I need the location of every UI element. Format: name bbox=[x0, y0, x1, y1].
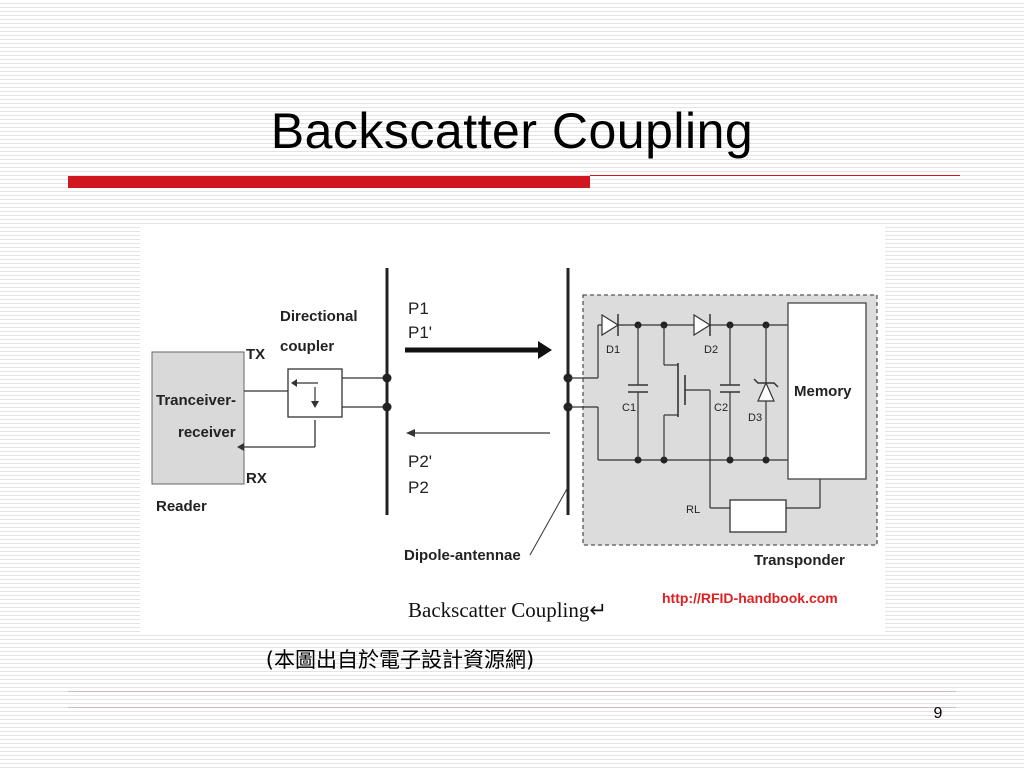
coupler-label-1: Directional bbox=[280, 308, 358, 325]
transceiver-label-1: Tranceiver- bbox=[156, 392, 236, 409]
footer-rule-secondary bbox=[68, 707, 956, 708]
d2-label: D2 bbox=[704, 344, 718, 356]
transceiver-box bbox=[151, 351, 245, 485]
rx-arrowhead bbox=[237, 443, 244, 451]
rx-label: RX bbox=[246, 470, 267, 487]
backscatter-diagram: Tranceiver- receiver Reader TX RX Direct… bbox=[140, 225, 885, 633]
coupler-inner-arrowhead bbox=[291, 379, 297, 387]
transceiver-label-2: receiver bbox=[178, 424, 236, 441]
load-resistor bbox=[729, 499, 787, 533]
reflected-arrowhead bbox=[406, 429, 415, 437]
footer-rule bbox=[68, 691, 956, 692]
tx-label: TX bbox=[246, 346, 265, 363]
memory-label: Memory bbox=[794, 383, 852, 400]
d3-label: D3 bbox=[748, 412, 762, 424]
reader-dipole-node-top bbox=[382, 373, 392, 383]
p2-prime-label: P2' bbox=[408, 452, 432, 471]
c1-label: C1 bbox=[622, 402, 636, 414]
figure-caption: Backscatter Coupling↵ bbox=[408, 598, 607, 622]
forward-arrowhead bbox=[538, 341, 552, 359]
p1-label: P1 bbox=[408, 299, 429, 318]
reader-label: Reader bbox=[156, 498, 207, 515]
c2-label: C2 bbox=[714, 402, 728, 414]
title-underline-bar bbox=[68, 176, 590, 188]
rl-label: RL bbox=[686, 504, 700, 516]
slide-number: 9 bbox=[933, 705, 943, 722]
p2-label: P2 bbox=[408, 478, 429, 497]
dipole-label: Dipole-antennae bbox=[404, 547, 521, 564]
coupler-label-2: coupler bbox=[280, 338, 334, 355]
transponder-label: Transponder bbox=[754, 552, 845, 569]
reader-dipole-node-bottom bbox=[382, 402, 392, 412]
p1-prime-label: P1' bbox=[408, 323, 432, 342]
diode-d2 bbox=[693, 313, 712, 337]
image-source-caption: (本圖出自於電子設計資源網) bbox=[265, 648, 535, 672]
diode-d1 bbox=[601, 313, 620, 337]
diagram-canvas: Tranceiver- receiver Reader TX RX Direct… bbox=[151, 268, 878, 622]
d1-label: D1 bbox=[606, 344, 620, 356]
coupler-down-arrowhead bbox=[311, 401, 319, 408]
dipole-pointer bbox=[529, 486, 569, 556]
title-underline-rule bbox=[590, 175, 960, 176]
memory-box bbox=[787, 302, 867, 480]
slide-title: Backscatter Coupling bbox=[270, 103, 754, 159]
zener-d3-bar bbox=[753, 378, 779, 388]
source-url: http://RFID-handbook.com bbox=[662, 590, 838, 606]
